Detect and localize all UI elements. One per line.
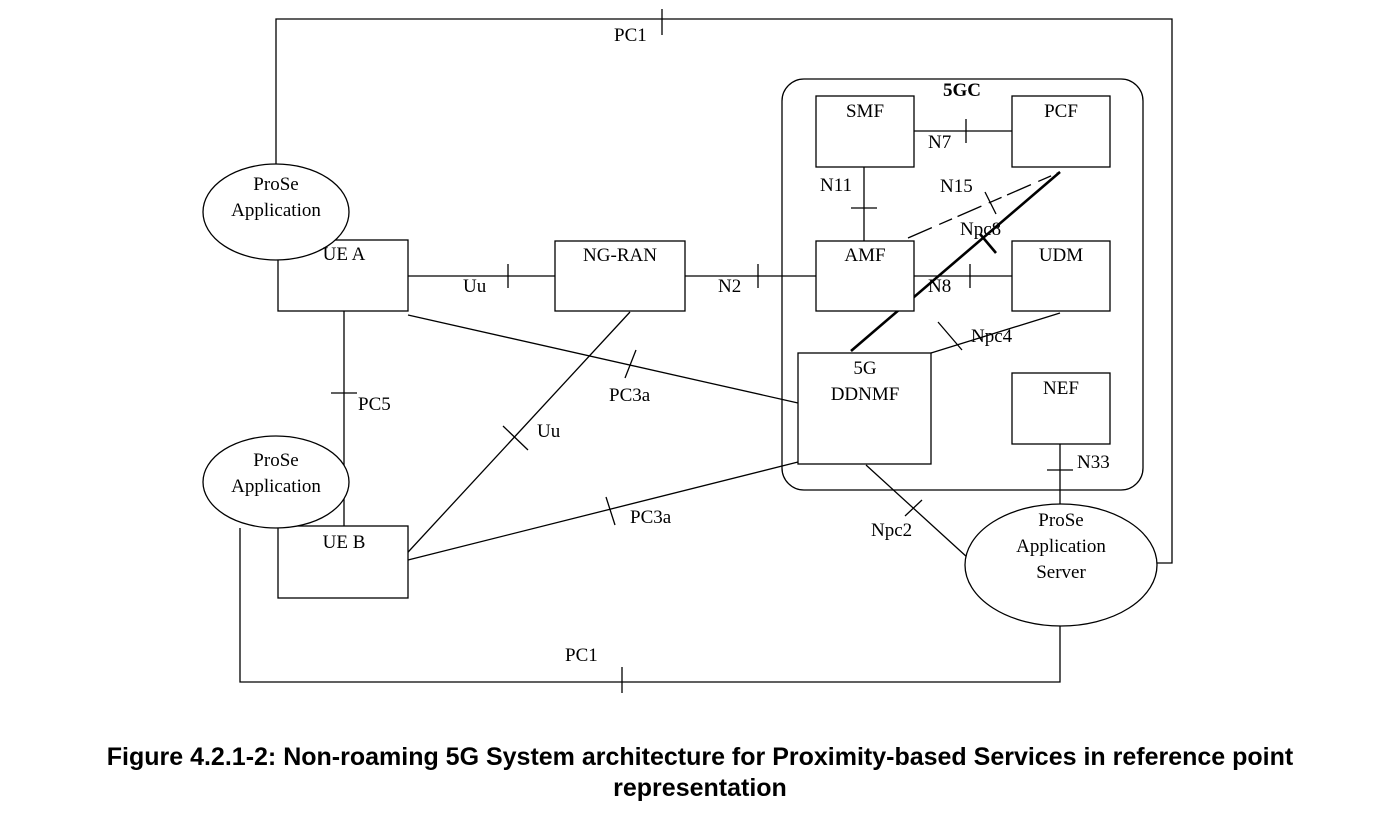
smf-label: SMF [846, 101, 884, 122]
n2-label: N2 [718, 276, 741, 297]
npc4-tick [937, 321, 963, 351]
nef-label: NEF [1043, 378, 1079, 399]
pc1-bottom-link [239, 528, 1061, 683]
ddnmf-label-line2: DDNMF [831, 384, 900, 405]
prose-app-a-ellipse [202, 163, 350, 261]
pc5-label: PC5 [358, 394, 391, 415]
n15-label: N15 [940, 176, 973, 197]
ue-b-label: UE B [323, 532, 366, 553]
npc8-label: Npc8 [960, 219, 1001, 240]
5gc-label: 5GC [943, 80, 981, 101]
prose-server-ellipse [964, 503, 1158, 627]
npc8-link [850, 171, 1061, 352]
ng-ran-box [554, 240, 686, 312]
amf-label: AMF [844, 245, 885, 266]
pc3a-link-top [407, 314, 799, 404]
pc1-bottom-label: PC1 [565, 645, 598, 666]
npc4-link [930, 312, 1061, 354]
prose-app-b-ellipse [202, 435, 350, 529]
ng-ran-label: NG-RAN [583, 245, 657, 266]
uu-diagonal-tick [502, 425, 529, 451]
n15-tick [984, 191, 997, 215]
figure-caption: Figure 4.2.1-2: Non-roaming 5G System ar… [0, 742, 1400, 804]
npc2-tick [904, 499, 923, 517]
npc2-label: Npc2 [871, 520, 912, 541]
n8-label: N8 [928, 276, 951, 297]
ddnmf-box [797, 352, 932, 465]
pcf-box [1011, 95, 1111, 168]
prose-app-b-line1: ProSe [253, 450, 298, 471]
prose-app-a-line2: Application [231, 200, 321, 221]
smf-box [815, 95, 915, 168]
ue-b-box [277, 525, 409, 599]
uu-diagonal-label: Uu [537, 421, 561, 442]
nef-box [1011, 372, 1111, 445]
pc3a-bottom-tick [605, 496, 616, 526]
pc3a-top-tick [624, 349, 637, 379]
pc3a-link-bottom [407, 461, 799, 561]
udm-label: UDM [1039, 245, 1083, 266]
caption-line1: Figure 4.2.1-2: Non-roaming 5G System ar… [106, 743, 1294, 771]
npc2-link [865, 464, 969, 559]
5gc-group-box [781, 78, 1144, 491]
server-line3: Server [1036, 562, 1086, 583]
pc3a-top-label: PC3a [609, 385, 651, 406]
npc4-label: Npc4 [971, 326, 1013, 347]
uu-link-diagonal [397, 311, 631, 564]
udm-box [1011, 240, 1111, 312]
prose-app-a-line1: ProSe [253, 174, 298, 195]
prose-app-b-line2: Application [231, 476, 321, 497]
n11-label: N11 [820, 175, 852, 196]
caption-line2: representation [613, 774, 787, 802]
n33-label: N33 [1077, 452, 1110, 473]
server-line2: Application [1016, 536, 1106, 557]
ue-a-label: UE A [323, 244, 366, 265]
amf-box [815, 240, 915, 312]
uu-top-label: Uu [463, 276, 487, 297]
ddnmf-label-line1: 5G [853, 358, 877, 379]
pcf-label: PCF [1044, 101, 1078, 122]
n7-label: N7 [928, 132, 951, 153]
server-line1: ProSe [1038, 510, 1083, 531]
npc8-tick [979, 233, 997, 254]
pc1-top-link [275, 18, 1173, 564]
pc1-top-label: PC1 [614, 25, 647, 46]
pc3a-bottom-label: PC3a [630, 507, 672, 528]
